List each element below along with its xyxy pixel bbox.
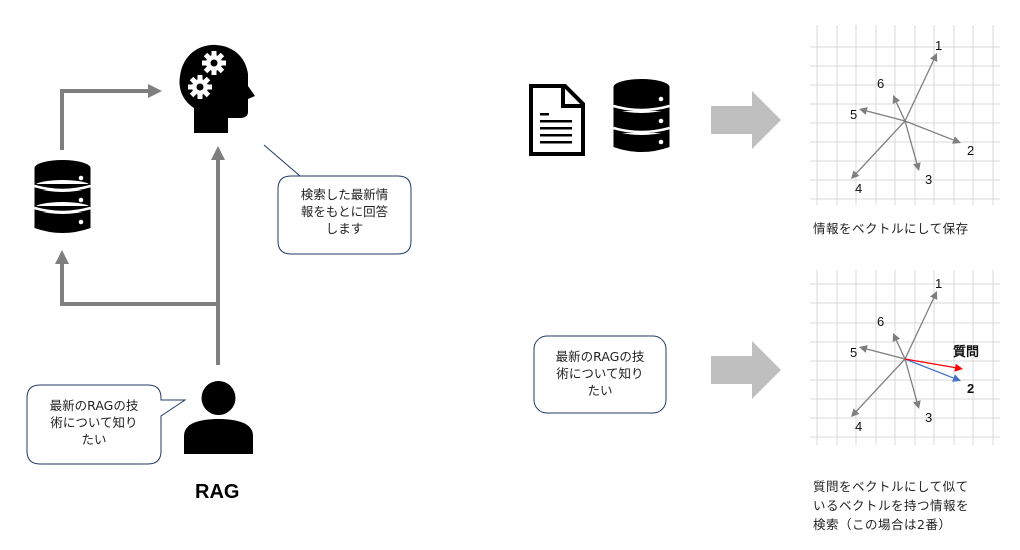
query-caption: 質問をベクトルにして似て いるベクトルを持つ情報を 検索（この場合は2番） — [813, 477, 969, 534]
vector-label-1: 1 — [935, 38, 942, 53]
query-caption-line-3: 検索（この場合は2番） — [813, 517, 952, 532]
arrowhead-to-brain — [148, 84, 162, 98]
vector-label-3: 3 — [925, 410, 932, 425]
vector-query — [904, 358, 963, 372]
vector-6 — [892, 333, 906, 360]
user-line-1: 最新のRAGの技 — [49, 398, 139, 413]
database-icon-right — [613, 79, 670, 152]
query-vector-label: 質問 — [953, 344, 979, 359]
vector-4 — [851, 120, 906, 179]
query-line-3: たい — [587, 383, 613, 398]
vector-2-match — [904, 358, 961, 382]
answer-bubble — [263, 144, 412, 255]
arrow-right-icon-2 — [711, 341, 781, 399]
user-bubble — [26, 384, 187, 465]
vector-label-2-match: 2 — [967, 381, 974, 396]
query-caption-line-1: 質問をベクトルにして似て — [813, 479, 969, 494]
head-gears-icon — [179, 44, 255, 133]
vector-label-3: 3 — [925, 172, 932, 187]
document-icon — [529, 84, 585, 156]
vector-label-4: 4 — [855, 181, 862, 196]
arrowhead-to-brain-bottom — [211, 146, 225, 160]
vector-1 — [904, 53, 938, 122]
stored-caption: 情報をベクトルにして保存 — [813, 221, 969, 236]
vector-label-6: 6 — [877, 76, 884, 91]
vector-label-5: 5 — [850, 345, 857, 360]
user-line-2: 術について知り — [50, 415, 138, 430]
vector-4 — [851, 358, 906, 417]
arrowhead-to-db — [55, 250, 69, 264]
query-caption-line-2: いるベクトルを持つ情報を — [813, 498, 970, 513]
answer-line-1: 検索した最新情 — [300, 187, 389, 202]
user-icon — [184, 381, 253, 454]
connector-user-to-db — [60, 262, 220, 365]
grid — [810, 25, 1000, 205]
vector-5 — [859, 345, 906, 360]
user-line-3: たい — [81, 432, 107, 447]
query-line-2: 術について知り — [556, 366, 644, 381]
arrow-right-icon — [711, 91, 781, 149]
vector-6 — [892, 95, 906, 122]
vector-label-4: 4 — [855, 419, 862, 434]
answer-line-2: 報をもとに回答 — [300, 204, 389, 219]
user-bubble-text: 最新のRAGの技 術について知り たい — [27, 397, 161, 448]
vector-2 — [904, 120, 961, 144]
vector-plot-stored: 1 2 3 4 5 6 — [810, 25, 1000, 205]
query-line-1: 最新のRAGの技 — [555, 349, 645, 364]
vector-1 — [904, 291, 938, 360]
vector-label-6: 6 — [877, 314, 884, 329]
vector-label-5: 5 — [850, 107, 857, 122]
answer-bubble-text: 検索した最新情 報をもとに回答 します — [278, 186, 411, 237]
grid — [810, 270, 1000, 445]
vector-label-1: 1 — [935, 276, 942, 291]
vector-3 — [904, 358, 921, 409]
vector-plot-query: 1 3 4 5 6 2 質問 — [810, 270, 1000, 445]
vector-3 — [904, 120, 921, 171]
vector-5 — [859, 107, 906, 122]
database-icon — [34, 160, 91, 233]
diagram-title: RAG — [195, 481, 240, 503]
connector-db-to-brain — [60, 89, 150, 150]
vector-label-2: 2 — [967, 143, 974, 158]
query-bubble-text: 最新のRAGの技 術について知り たい — [534, 348, 666, 399]
answer-line-3: します — [325, 221, 364, 236]
